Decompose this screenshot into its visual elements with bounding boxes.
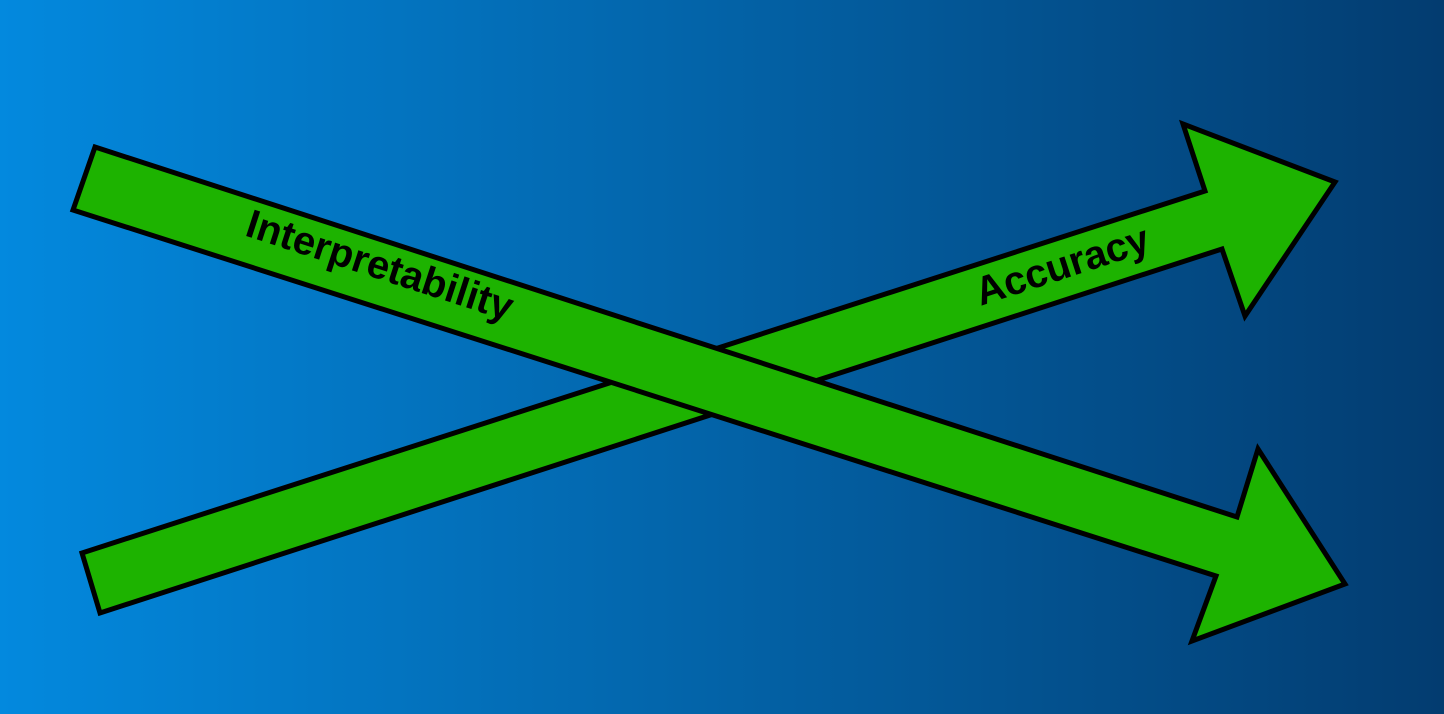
interpretability-arrow-shape	[69, 143, 1349, 646]
